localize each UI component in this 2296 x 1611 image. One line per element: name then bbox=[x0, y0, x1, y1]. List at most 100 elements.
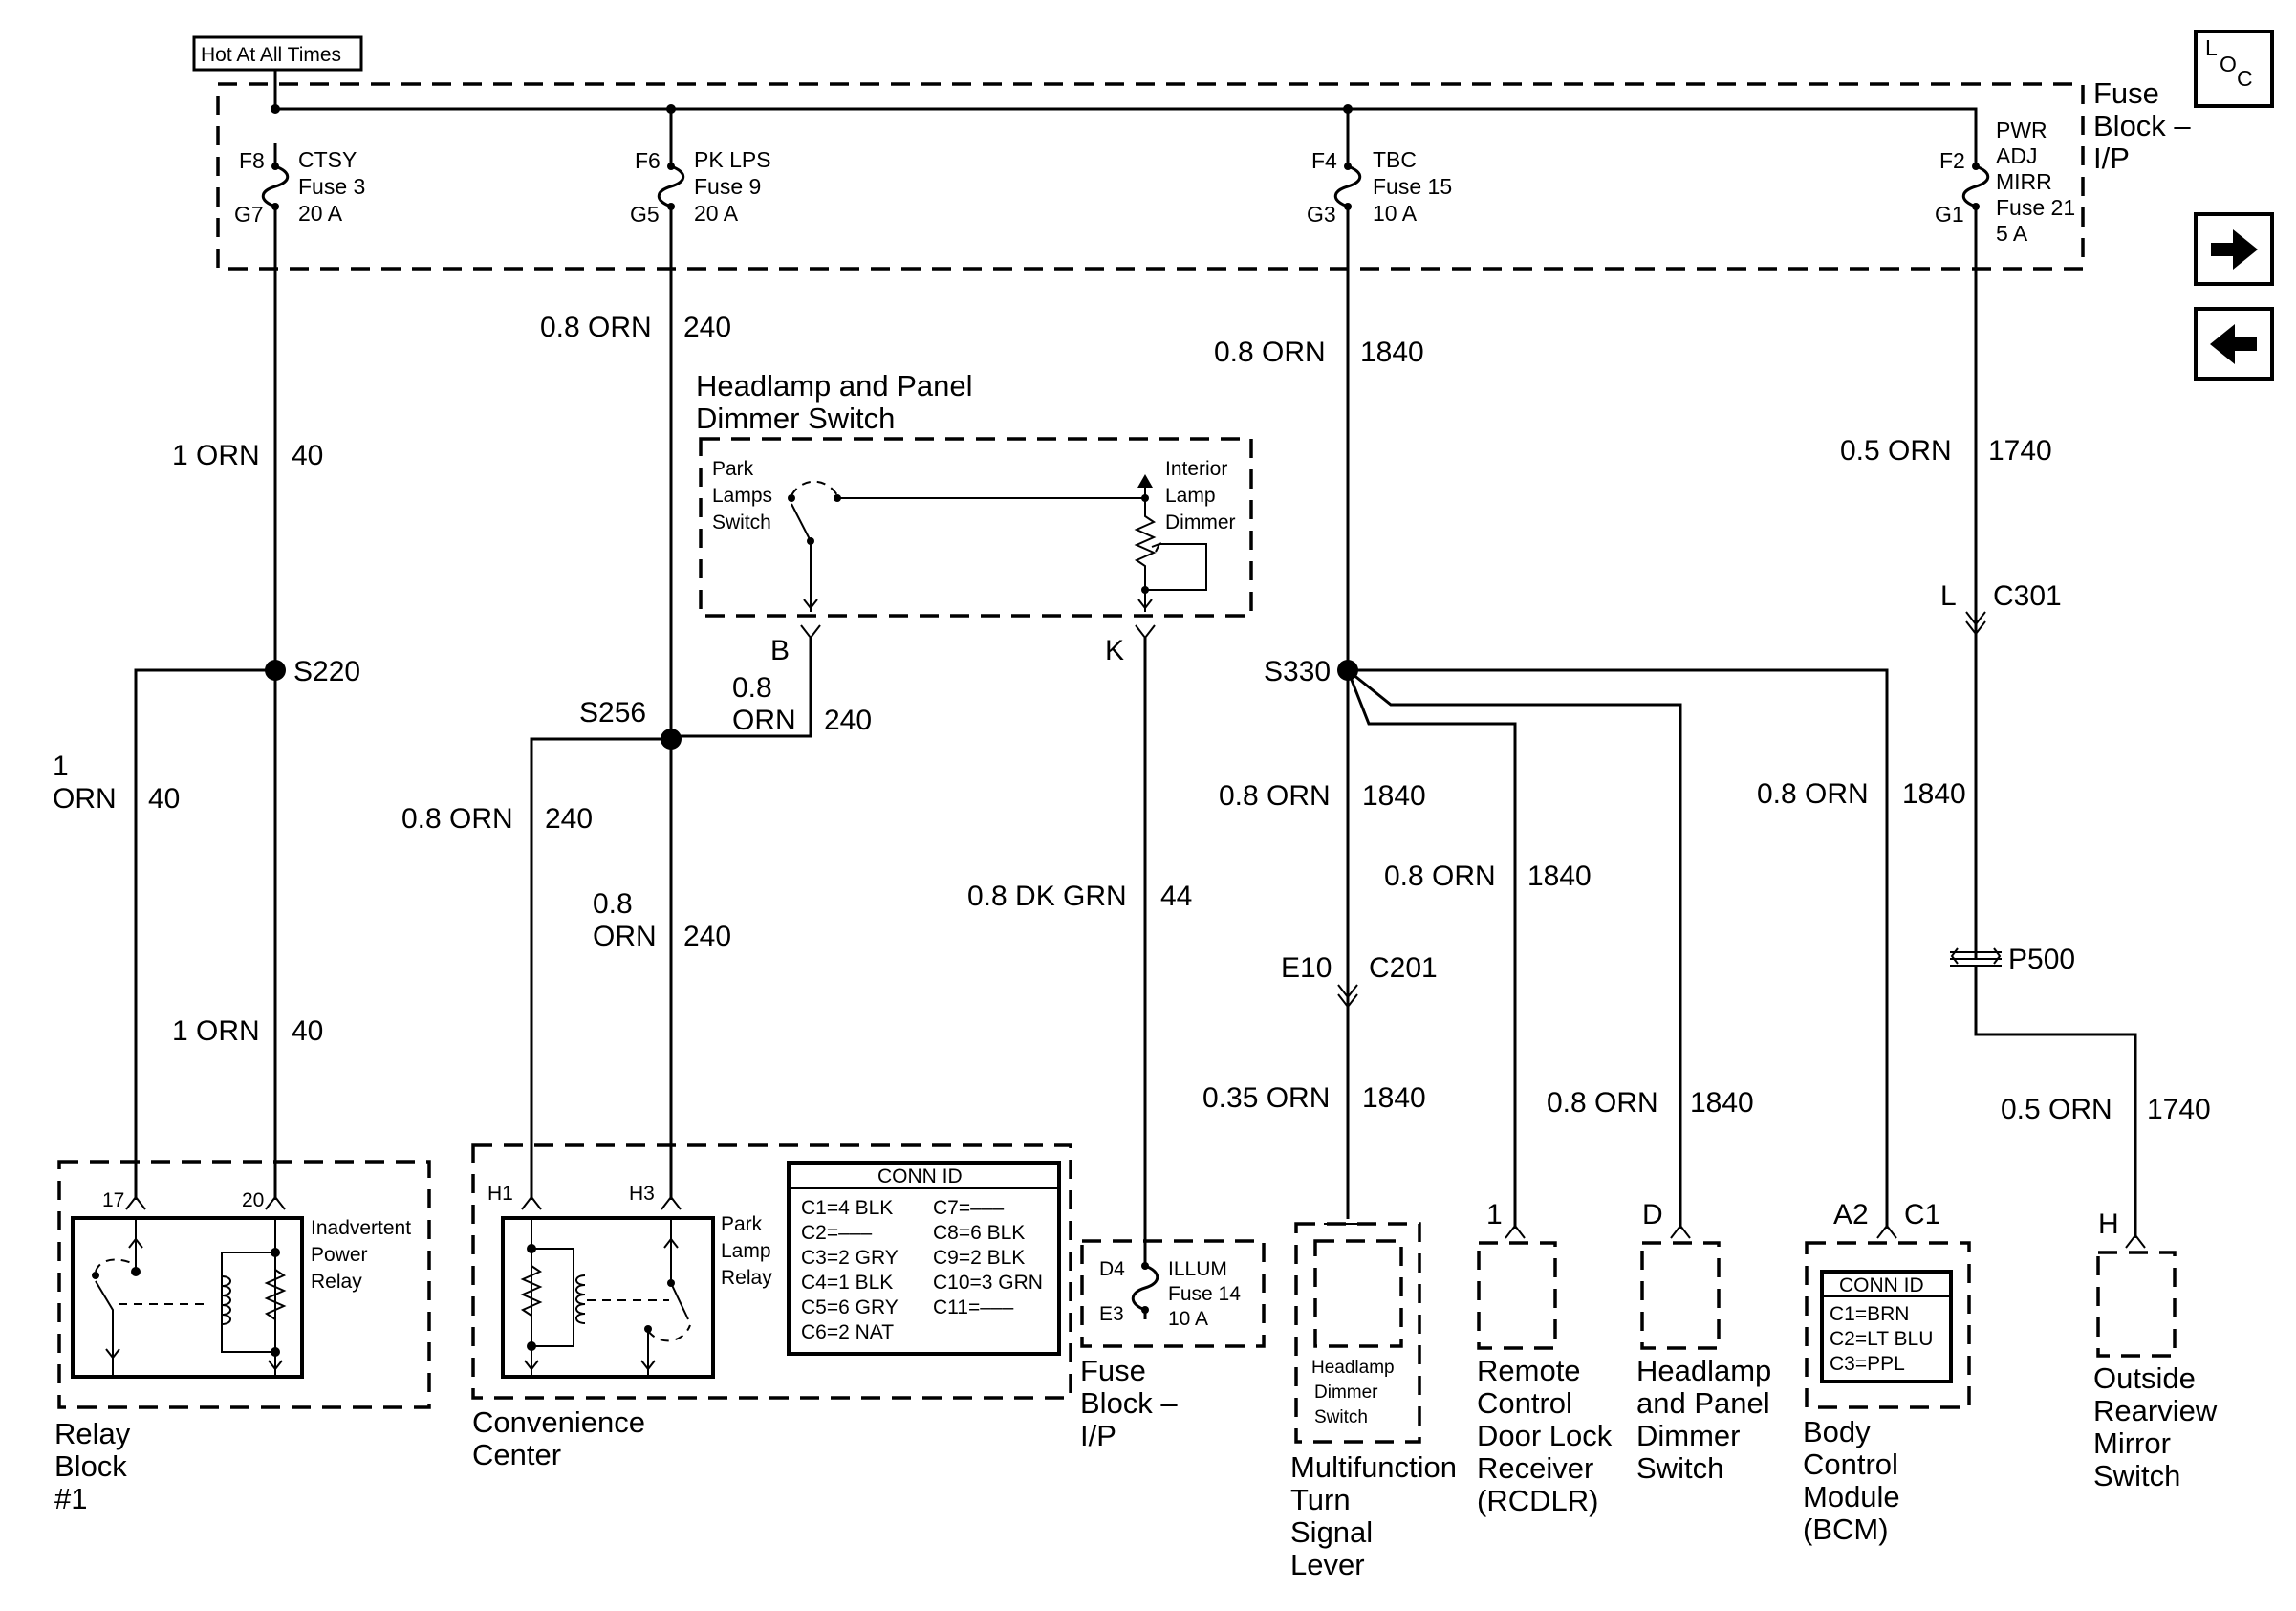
conn-left-2: C2=––– bbox=[801, 1222, 872, 1244]
svg-text:Fuse 14: Fuse 14 bbox=[1168, 1283, 1241, 1305]
mf-name-1: Multifunction bbox=[1290, 1450, 1457, 1484]
fuse-f8: F8 G7 CTSY Fuse 3 20 A bbox=[234, 143, 365, 229]
svg-text:Lamp: Lamp bbox=[1165, 485, 1216, 507]
wire-circuit: 1740 bbox=[2147, 1094, 2211, 1125]
relay-label-1: Inadvertent bbox=[311, 1217, 411, 1239]
mirror-name-2: Rearview bbox=[2093, 1394, 2218, 1427]
back-button[interactable] bbox=[2194, 307, 2274, 381]
svg-text:F8: F8 bbox=[239, 148, 265, 173]
loc-l: L bbox=[2205, 35, 2218, 60]
wire-label: 0.8 ORN bbox=[1214, 337, 1326, 368]
loc-c: C bbox=[2237, 66, 2253, 91]
svg-text:5 A: 5 A bbox=[1996, 221, 2028, 246]
fuse14-name-3: I/P bbox=[1080, 1419, 1116, 1452]
svg-text:10 A: 10 A bbox=[1168, 1308, 1208, 1330]
conn-left-4: C4=1 BLK bbox=[801, 1272, 893, 1294]
hot-at-all-times-label: Hot At All Times bbox=[201, 44, 341, 66]
rcdlr-name-4: Receiver bbox=[1477, 1451, 1593, 1485]
wire-circuit: 1840 bbox=[1902, 778, 1966, 810]
mf-inner-1: Headlamp bbox=[1311, 1358, 1395, 1378]
bcm-conn-1: C1=BRN bbox=[1830, 1303, 1909, 1325]
rcdlr-name-5: (RCDLR) bbox=[1477, 1484, 1598, 1517]
wire-label: 1 bbox=[53, 751, 69, 782]
pin-h1: H1 bbox=[487, 1183, 513, 1205]
relay-label-2: Power bbox=[311, 1244, 368, 1266]
wire-circuit: 1840 bbox=[1360, 337, 1424, 368]
bcm-name-3: Module bbox=[1803, 1480, 1900, 1513]
wire-circuit: 1840 bbox=[1690, 1087, 1754, 1119]
park-lamp-relay bbox=[501, 1216, 715, 1379]
wire-label: 0.8 ORN bbox=[401, 803, 513, 835]
connector-k: K bbox=[1105, 635, 1124, 666]
wire-circuit: 240 bbox=[683, 921, 731, 952]
bcm-outline bbox=[1805, 1241, 1971, 1409]
locator-button[interactable]: L O C bbox=[2194, 30, 2274, 108]
hpds-name-3: Dimmer bbox=[1636, 1419, 1741, 1452]
fuse-block-label-1: Fuse bbox=[2093, 76, 2159, 110]
pin-20: 20 bbox=[242, 1189, 264, 1211]
mirror-pin: H bbox=[2098, 1208, 2119, 1240]
mf-name-3: Signal bbox=[1290, 1515, 1373, 1549]
splice-s330: S330 bbox=[1264, 656, 1331, 687]
headlamp-dimmer-switch bbox=[1313, 1239, 1403, 1348]
fuse14-outline bbox=[1080, 1239, 1266, 1348]
rcdlr-name-3: Door Lock bbox=[1477, 1419, 1613, 1452]
wire-label: 0.8 bbox=[732, 672, 772, 704]
svg-text:D4: D4 bbox=[1099, 1258, 1125, 1280]
pin-h3: H3 bbox=[629, 1183, 655, 1205]
wire-label: 0.8 ORN bbox=[1219, 780, 1331, 812]
pin-17: 17 bbox=[102, 1189, 124, 1211]
connector-p500: P500 bbox=[2008, 944, 2075, 975]
bcm-conn-2: C2=LT BLU bbox=[1830, 1328, 1933, 1350]
wire-1840-branches bbox=[1346, 668, 1889, 1229]
svg-text:F4: F4 bbox=[1311, 148, 1337, 173]
mirror-name-3: Mirror bbox=[2093, 1426, 2171, 1460]
connector-e10: E10 bbox=[1281, 952, 1332, 984]
fuse-block-ip-outline bbox=[216, 82, 2085, 271]
bus-node bbox=[1343, 104, 1353, 114]
svg-text:Fuse 15: Fuse 15 bbox=[1373, 174, 1452, 199]
conn-right-3: C9=2 BLK bbox=[933, 1247, 1025, 1269]
hpds-name-4: Switch bbox=[1636, 1451, 1723, 1485]
wire-label: 0.8 ORN bbox=[540, 312, 652, 343]
wire-circuit: 240 bbox=[683, 312, 731, 343]
arrow-right-icon bbox=[2211, 229, 2258, 270]
fuse-block-label-3: I/P bbox=[2093, 142, 2130, 175]
park-lamps-switch: Park Lamps Switch bbox=[712, 458, 1145, 612]
svg-text:G3: G3 bbox=[1307, 202, 1336, 227]
svg-text:MIRR: MIRR bbox=[1996, 169, 2052, 194]
wire-label: 0.5 ORN bbox=[1840, 435, 1952, 467]
headlamp-switch-outline bbox=[699, 437, 1253, 618]
mirror-name-1: Outside bbox=[2093, 1361, 2196, 1395]
bus-node bbox=[271, 104, 280, 114]
mf-name-2: Turn bbox=[1290, 1483, 1351, 1516]
rcdlr-name-2: Control bbox=[1477, 1386, 1572, 1420]
wire-1740 bbox=[1974, 229, 2137, 1238]
conn-right-5: C11=––– bbox=[933, 1296, 1014, 1318]
wire-circuit: 1840 bbox=[1527, 860, 1592, 892]
rcdlr-outline bbox=[1477, 1241, 1557, 1350]
wire-circuit: 1740 bbox=[1988, 435, 2052, 467]
bcm-name-1: Body bbox=[1803, 1415, 1871, 1448]
svg-text:F2: F2 bbox=[1939, 148, 1965, 173]
bcm-conn-3: C3=PPL bbox=[1830, 1353, 1905, 1375]
wire-circuit: 40 bbox=[292, 1015, 323, 1047]
bcm-conn-title: CONN ID bbox=[1839, 1274, 1924, 1296]
p500-inline bbox=[1950, 947, 2002, 967]
wire-circuit: 240 bbox=[824, 705, 872, 736]
interior-lamp-dimmer: Interior Lamp Dimmer bbox=[1134, 458, 1236, 612]
wire-label: 0.8 ORN bbox=[1384, 860, 1496, 892]
wire-circuit: 40 bbox=[292, 440, 323, 471]
hpds-name-1: Headlamp bbox=[1636, 1354, 1771, 1387]
bcm-pin-c1: C1 bbox=[1904, 1199, 1940, 1230]
rcdlr-name-1: Remote bbox=[1477, 1354, 1581, 1387]
svg-text:Park: Park bbox=[712, 458, 754, 480]
mirror-name-4: Switch bbox=[2093, 1459, 2180, 1492]
bcm-pin-a2: A2 bbox=[1833, 1199, 1869, 1230]
switch-title-2: Dimmer Switch bbox=[696, 402, 895, 435]
convenience-name-1: Convenience bbox=[472, 1405, 645, 1439]
wire-circuit: 40 bbox=[148, 783, 180, 815]
forward-button[interactable] bbox=[2194, 212, 2274, 286]
hpds-pin: D bbox=[1642, 1199, 1663, 1230]
fuse-f4: F4 G3 TBC Fuse 15 10 A bbox=[1307, 143, 1452, 229]
